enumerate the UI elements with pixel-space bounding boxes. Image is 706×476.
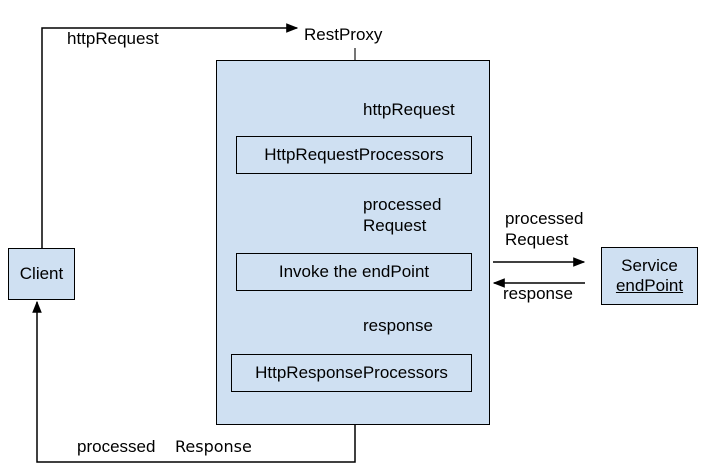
node-http-response-processors-label: HttpResponseProcessors bbox=[255, 362, 448, 382]
edge-label-restproxy-to-request-processors: httpRequest bbox=[363, 100, 455, 119]
node-http-request-processors-label: HttpRequestProcessors bbox=[264, 144, 444, 164]
node-service-endpoint-label-line1: Service bbox=[621, 255, 678, 275]
edge-label-request-processors-to-invoke-line1: processed bbox=[363, 195, 442, 214]
edge-label-request-processors-to-invoke-line2: Request bbox=[363, 216, 427, 235]
node-client-label: Client bbox=[19, 263, 64, 283]
edge-label-proxy-to-client-part1: processed bbox=[77, 437, 156, 456]
node-service-endpoint-label-line2: endPoint bbox=[615, 276, 684, 295]
node-service-endpoint[interactable]: Service endPoint bbox=[601, 247, 698, 305]
edge-label-invoke-to-response-processors: response bbox=[363, 316, 433, 335]
node-restproxy-label: RestProxy bbox=[304, 25, 383, 44]
edge-label-service-to-proxy: response bbox=[503, 284, 573, 303]
node-http-response-processors[interactable]: HttpResponseProcessors bbox=[231, 354, 472, 392]
edge-client-to-restproxy bbox=[41, 23, 299, 248]
node-http-request-processors[interactable]: HttpRequestProcessors bbox=[236, 136, 472, 174]
node-client[interactable]: Client bbox=[8, 248, 75, 300]
edge-proxy-to-client bbox=[32, 300, 356, 463]
edge-label-proxy-to-client-part2: Response bbox=[175, 437, 252, 456]
edge-label-proxy-to-service-line1: processed bbox=[505, 209, 584, 228]
edge-label-client-to-restproxy: httpRequest bbox=[67, 29, 159, 48]
node-invoke-endpoint-label: Invoke the endPoint bbox=[278, 261, 430, 281]
node-invoke-endpoint[interactable]: Invoke the endPoint bbox=[236, 253, 472, 291]
edge-label-proxy-to-service-line2: Request bbox=[505, 230, 569, 249]
